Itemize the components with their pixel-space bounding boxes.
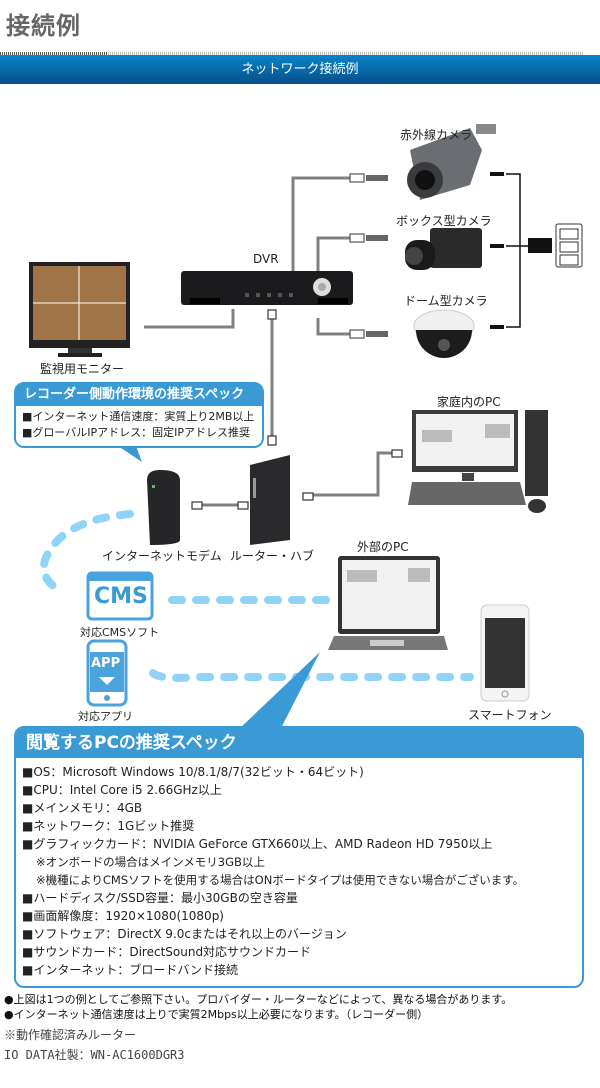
recorder-spec-box: レコーダー側動作環境の推奨スペック ■インターネット通信速度：実質上り2MB以上…: [14, 382, 264, 448]
power-lines: [506, 173, 530, 328]
link-app-smartphone: [149, 669, 474, 682]
pc-spec-item: ■グラフィックカード：NVIDIA GeForce GTX660以上、AMD R…: [22, 837, 493, 851]
label-home-pc: 家庭内のPC: [437, 395, 501, 409]
dvr-icon: [181, 271, 353, 305]
recorder-spec-item: ■グローバルIPアドレス：固定IPアドレス推奨: [22, 426, 251, 439]
pc-spec-item: ■メインメモリ：4GB: [22, 801, 143, 815]
label-ir-camera: 赤外線カメラ: [400, 128, 473, 142]
pc-spec-item: ■ソフトウェア：DirectX 9.0cまたはそれ以上のバージョン: [22, 927, 347, 941]
cms-icon-text: CMS: [94, 584, 148, 609]
page-title: 接続例: [6, 12, 81, 40]
pc-spec-item: ■インターネット：ブロードバンド接続: [22, 963, 238, 977]
label-router: ルーター・ハブ: [230, 549, 315, 563]
power-outlet-icon: [555, 223, 583, 268]
spec-bubble-tail: [238, 652, 320, 730]
footer-note: ●インターネット通信速度は上りで実質2Mbps以上必要になります。（レコーダー側…: [4, 1008, 429, 1021]
router-icon: [250, 455, 290, 545]
recorder-spec-title: レコーダー側動作環境の推奨スペック: [16, 384, 262, 406]
lan-port-icon: [191, 501, 203, 510]
app-icon-text: APP: [91, 656, 121, 671]
pc-spec-item: ■OS：Microsoft Windows 10/8.1/8/7(32ビット・6…: [22, 765, 364, 779]
bnc-connector-icon: [349, 173, 365, 183]
pc-spec-item: ■画面解像度：1920×1080(1080p): [22, 909, 224, 923]
cable-monitor: [144, 309, 235, 329]
bubble-tail: [118, 446, 142, 462]
verified-router-label: ※動作確認済みルーター: [4, 1028, 137, 1042]
title-stripe: [0, 52, 584, 55]
pc-spec-note: ※オンボードの場合はメインメモリ3GB以上: [36, 855, 265, 869]
home-pc-icon: [408, 410, 548, 513]
smartphone-icon: [480, 604, 530, 702]
dome-camera-icon: [413, 309, 475, 358]
label-dome-camera: ドーム型カメラ: [404, 294, 488, 308]
ir-camera-icon: [407, 124, 496, 200]
label-box-camera: ボックス型カメラ: [396, 214, 492, 228]
pc-spec-title: 閲覧するPCの推奨スペック: [16, 728, 582, 758]
monitor-icon: [29, 262, 130, 357]
link-modem-cms: [40, 510, 134, 594]
modem-icon: [147, 470, 180, 545]
label-dvr: DVR: [253, 252, 279, 266]
cables: [144, 176, 396, 507]
pc-spec-note: ※機種によりCMSソフトを使用する場合はONボードタイプは使用できない場合がござ…: [36, 873, 525, 887]
label-modem: インターネットモデム: [102, 549, 222, 563]
cable-router-homepc: [307, 451, 396, 497]
cms-icon: [86, 571, 154, 621]
pc-spec-item: ■ハードディスク/SSD容量：最小30GBの空き容量: [22, 891, 298, 905]
lan-port-icon: [391, 449, 403, 458]
lan-port-icon: [267, 309, 277, 320]
pc-spec-item: ■サウンドカード：DirectSound対応サウンドカード: [22, 945, 312, 959]
cable-box-camera: [316, 236, 350, 287]
box-camera-icon: [405, 228, 482, 270]
verified-router-model: IO DATA社製：WN-AC1600DGR3: [4, 1048, 185, 1062]
section-banner: ネットワーク接続例: [0, 55, 600, 84]
label-external-pc: 外部のPC: [357, 540, 409, 554]
network-diagram: [29, 124, 583, 730]
cable-dome-camera: [316, 318, 350, 336]
footer-note: ●上図は1つの例としてご参照下さい。プロバイダー・ルーターなどによって、異なる場…: [4, 993, 513, 1006]
bnc-connector-icon: [349, 329, 365, 339]
lan-port-icon: [302, 492, 314, 501]
title-stripe-accent: [0, 52, 108, 55]
pc-spec-item: ■ネットワーク：1Gビット推奨: [22, 819, 195, 833]
pc-spec-item: ■CPU：Intel Core i5 2.66GHz以上: [22, 783, 222, 797]
label-cms: 対応CMSソフト: [80, 626, 160, 639]
lan-port-icon: [237, 501, 249, 510]
recorder-spec-item: ■インターネット通信速度：実質上り2MB以上: [22, 410, 255, 423]
laptop-icon: [328, 556, 448, 650]
label-app: 対応アプリ: [78, 710, 133, 723]
pc-spec-box: 閲覧するPCの推奨スペック ■OS：Microsoft Windows 10/8…: [14, 726, 584, 988]
bnc-connector-icon: [349, 233, 365, 243]
app-icon: [86, 639, 128, 707]
power-adapter-icon: [528, 238, 552, 253]
label-monitor: 監視用モニター: [40, 362, 125, 376]
label-smartphone: スマートフォン: [468, 708, 552, 722]
wireless-links: [40, 510, 474, 682]
cable-ir-camera: [291, 176, 350, 287]
lan-port-icon: [267, 435, 277, 446]
